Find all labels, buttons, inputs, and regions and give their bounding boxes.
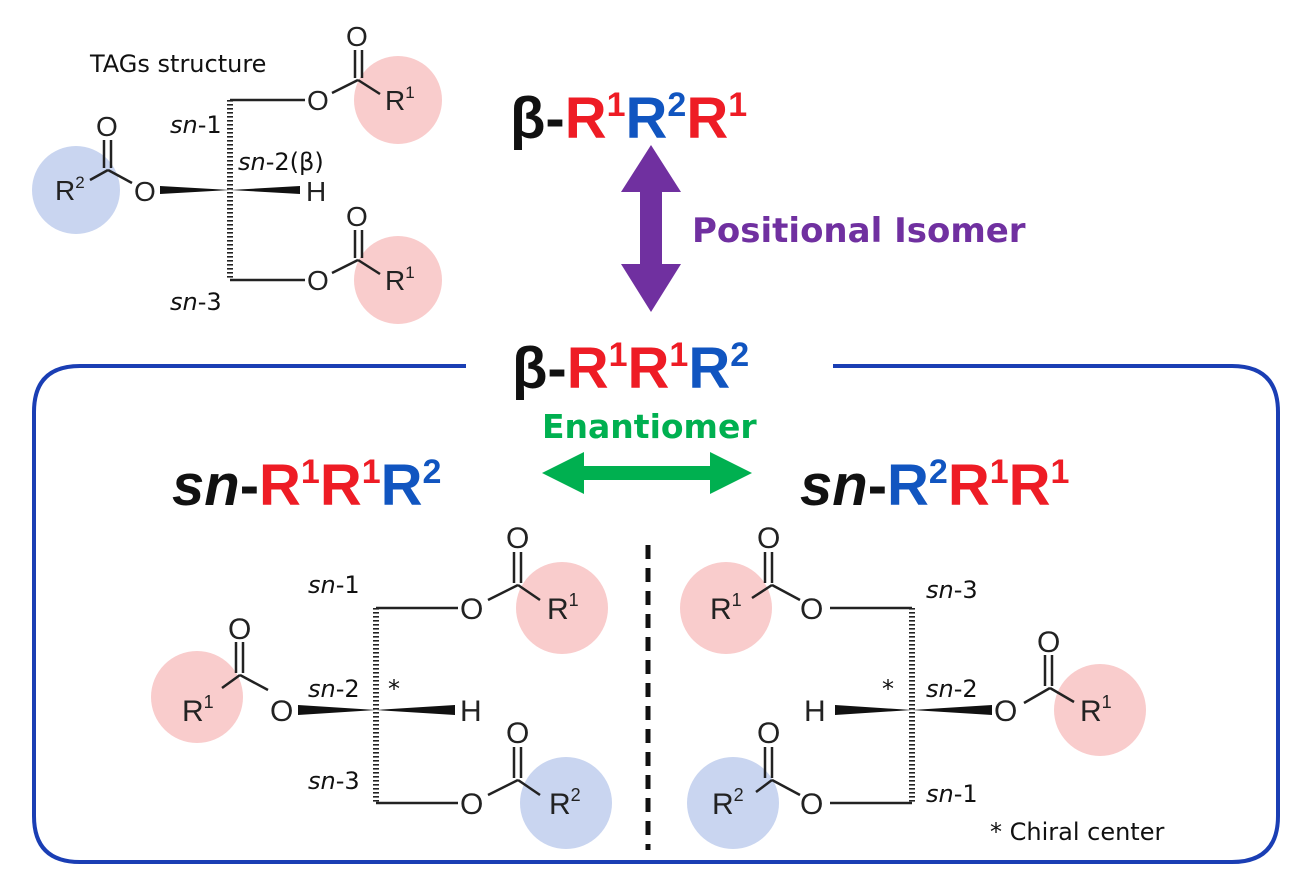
oxygen-atom: O xyxy=(307,85,329,116)
oxygen-atom: O xyxy=(228,613,251,646)
oxygen-atom: O xyxy=(270,695,293,728)
wedge-bond xyxy=(230,186,300,194)
chiral-center-footnote: * Chiral center xyxy=(990,818,1164,846)
oxygen-atom: O xyxy=(994,695,1017,728)
oxygen-atom: O xyxy=(1037,626,1060,659)
r2-circle xyxy=(520,757,612,849)
backbone-hatch xyxy=(909,608,915,803)
enantiomer-box xyxy=(32,364,1280,864)
chiral-center-mark: * xyxy=(882,675,894,703)
r1-circle xyxy=(680,562,772,654)
r1-label: R1 xyxy=(710,590,742,626)
sn2-label: sn-2 xyxy=(308,675,360,703)
formula-sn-r1r1r2: sn-R1R1R2 xyxy=(172,453,441,518)
oxygen-atom: O xyxy=(460,593,483,626)
r1-label: R1 xyxy=(1080,692,1112,728)
hydrogen-atom: H xyxy=(804,695,826,728)
oxygen-atom: O xyxy=(506,522,529,555)
oxygen-atom: O xyxy=(307,265,329,296)
r1-circle xyxy=(151,651,243,743)
r2-circle xyxy=(687,757,779,849)
r1-circle xyxy=(354,56,442,144)
sn2-beta-label: sn-2(β) xyxy=(238,148,324,176)
sn3-label: sn-3 xyxy=(926,576,978,604)
r1-label: R1 xyxy=(385,83,415,116)
sn1-label: sn-1 xyxy=(308,571,360,599)
oxygen-atom: O xyxy=(506,717,529,750)
sn3-ester xyxy=(230,230,381,282)
sn3-label: sn-3 xyxy=(308,767,360,795)
r2-circle xyxy=(32,146,120,234)
sn3-label: sn-3 xyxy=(170,288,222,316)
oxygen-atom: O xyxy=(346,21,368,52)
positional-isomer-label: Positional Isomer xyxy=(692,211,1026,251)
enantiomer-label: Enantiomer xyxy=(542,407,757,446)
r2-label: R2 xyxy=(55,173,85,206)
tags-structure: TAGs structure O O R1 O O R1 xyxy=(32,21,442,324)
oxygen-atom: O xyxy=(800,593,823,626)
r2-label: R2 xyxy=(712,785,744,821)
oxygen-atom: O xyxy=(134,176,156,207)
oxygen-atom: O xyxy=(346,201,368,232)
sn1-label: sn-1 xyxy=(926,780,978,808)
hydrogen-atom: H xyxy=(306,176,326,207)
tags-structure-title: TAGs structure xyxy=(89,50,266,78)
wedge-bond xyxy=(835,705,912,715)
formula-sn-r2r1r1: sn-R2R1R1 xyxy=(800,453,1069,518)
sn1-ester xyxy=(230,50,381,102)
structure-sn-r2r1r1: O O R1 O O R2 O O R1 H sn-3 * sn-2 sn-1 xyxy=(680,522,1146,849)
sn2-ester xyxy=(89,140,133,185)
formula-beta-r1r1r2: β-R1R1R2 xyxy=(512,336,749,401)
oxygen-atom: O xyxy=(800,788,823,821)
enantiomer-arrow xyxy=(542,452,752,494)
sn1-label: sn-1 xyxy=(170,111,222,139)
wedge-bond xyxy=(912,705,992,715)
r1-circle xyxy=(354,236,442,324)
chiral-center-mark: * xyxy=(388,675,400,703)
oxygen-atom: O xyxy=(96,111,118,142)
r1-label: R1 xyxy=(182,692,214,728)
sn2-label: sn-2 xyxy=(926,675,978,703)
wedge-bond xyxy=(298,705,376,715)
r1-circle xyxy=(1054,664,1146,756)
oxygen-atom: O xyxy=(460,788,483,821)
r1-circle xyxy=(516,562,608,654)
wedge-bond xyxy=(376,705,455,715)
positional-isomer-arrow xyxy=(621,145,681,312)
backbone-hatch xyxy=(373,608,379,803)
oxygen-atom: O xyxy=(757,522,780,555)
wedge-bond xyxy=(160,186,230,194)
r1-label: R1 xyxy=(547,590,579,626)
r2-label: R2 xyxy=(549,785,581,821)
r1-label: R1 xyxy=(385,263,415,296)
formula-beta-r1r2r1: β-R1R2R1 xyxy=(510,86,747,151)
hydrogen-atom: H xyxy=(460,695,482,728)
oxygen-atom: O xyxy=(757,717,780,750)
structure-sn-r1r1r2: O O R1 O O R2 O O R1 H sn-1 sn-2 * sn-3 xyxy=(151,522,612,849)
